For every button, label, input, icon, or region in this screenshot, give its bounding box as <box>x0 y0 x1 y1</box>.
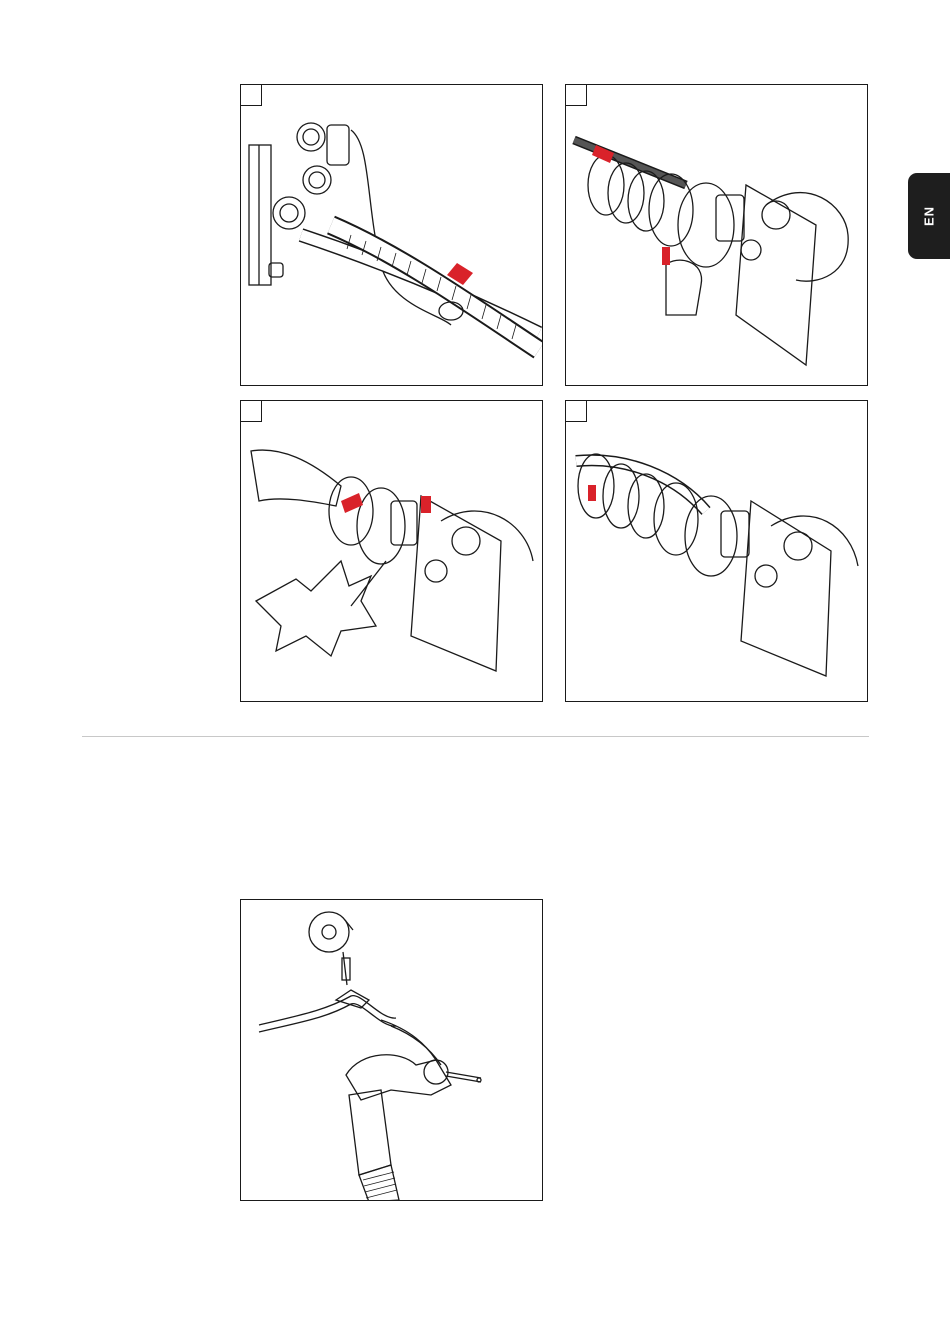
language-code: EN <box>922 206 937 226</box>
language-tab: EN <box>908 173 950 259</box>
figure-step-5 <box>240 899 543 1201</box>
figure-step-4 <box>565 400 868 702</box>
figure-step-1 <box>240 84 543 386</box>
robot-balancer-illustration <box>241 900 543 1201</box>
hosepack-rotation-illustration <box>566 401 868 702</box>
liner-insert-illustration <box>566 85 868 386</box>
figure-step-3 <box>240 400 543 702</box>
section-divider <box>82 736 869 737</box>
figure-step-2 <box>565 84 868 386</box>
torch-connection-illustration <box>241 401 543 702</box>
hose-connection-illustration <box>241 85 543 386</box>
